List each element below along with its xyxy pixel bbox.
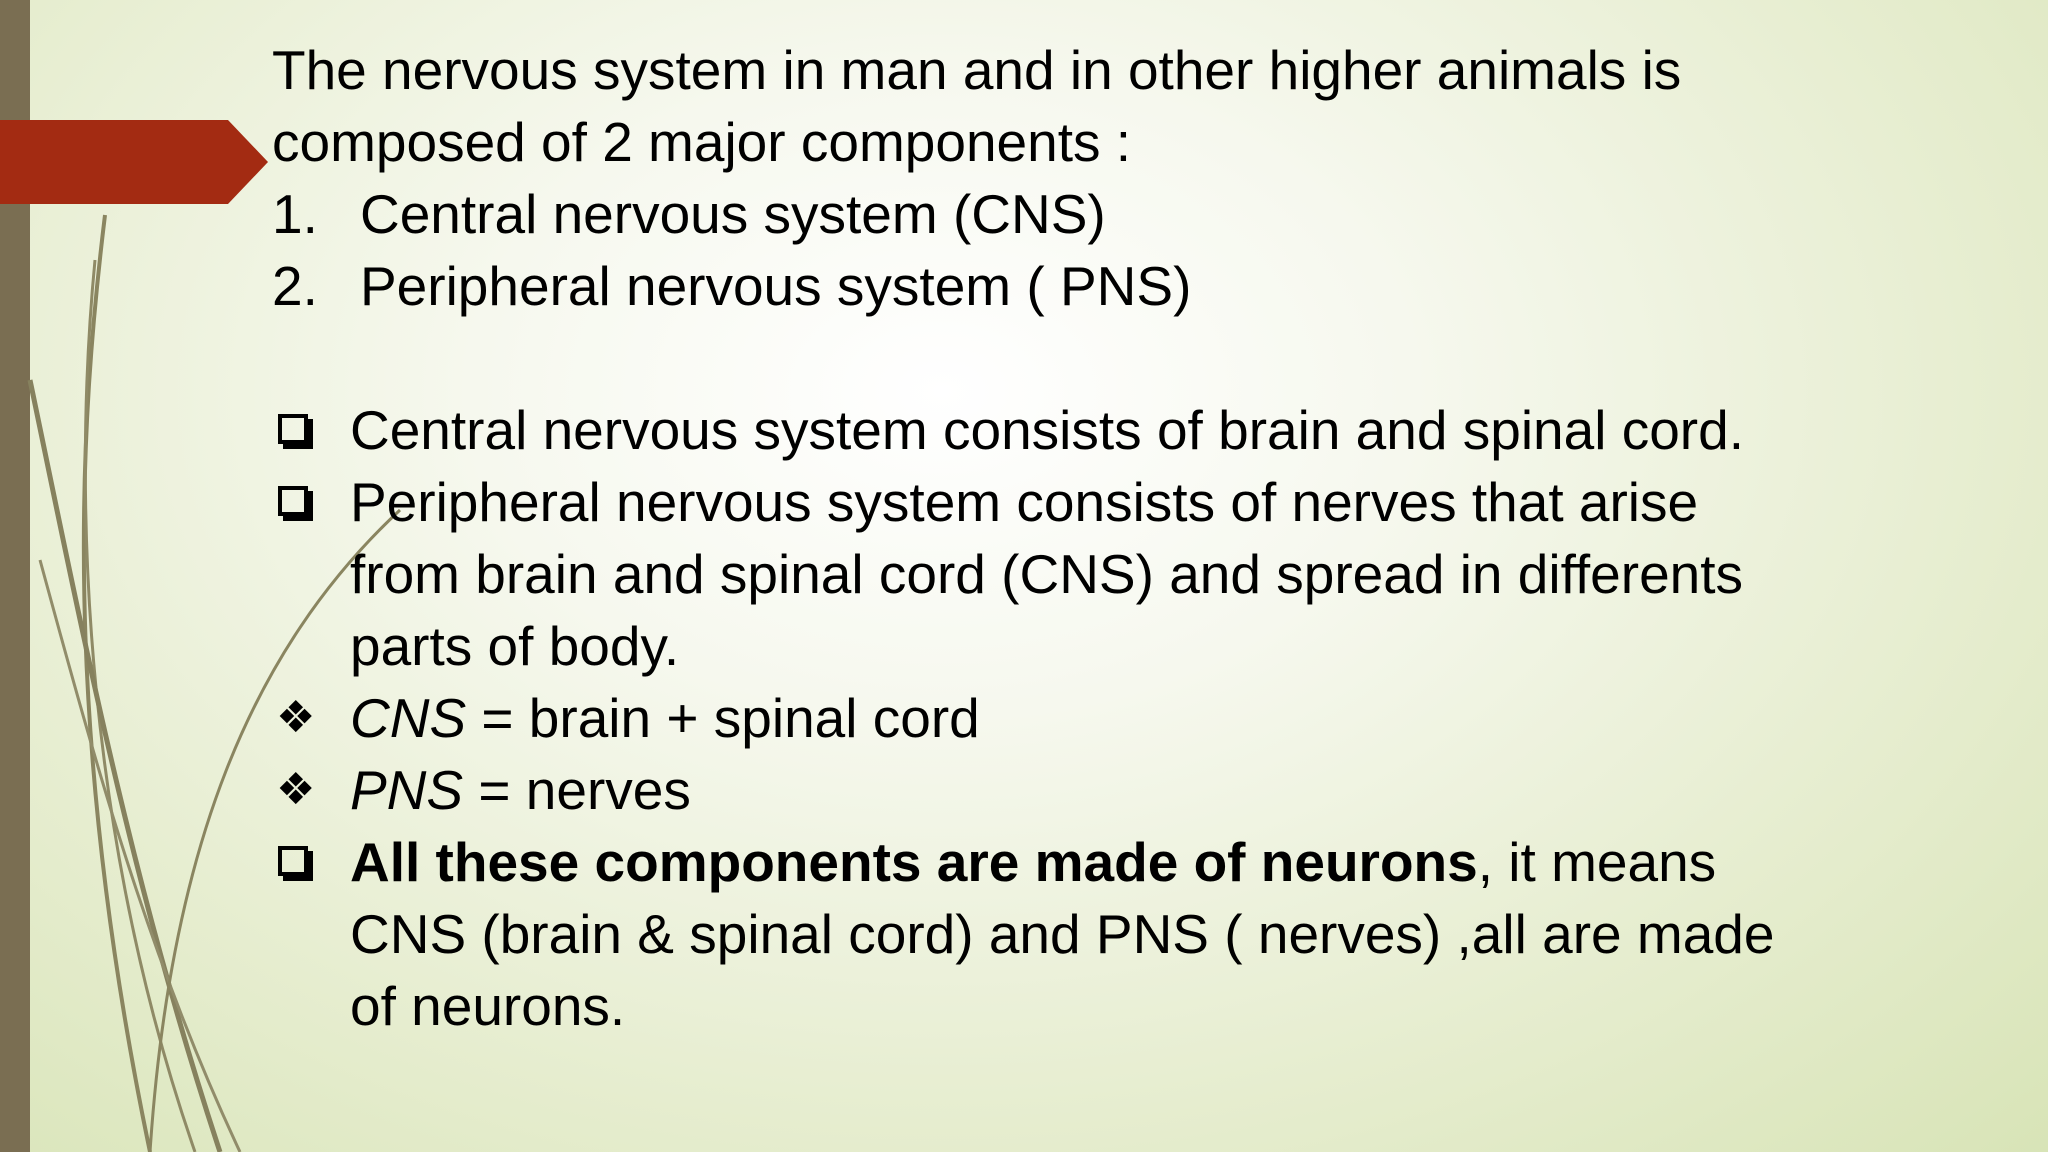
bullet-neurons: All these components are made of neurons…: [272, 826, 1992, 1042]
checkbox-square-icon: [272, 394, 350, 466]
bold-statement: All these components are made of neurons: [350, 831, 1478, 893]
component-text: Central nervous system (CNS): [360, 183, 1106, 245]
bullet-pns-consists: Peripheral nervous system consists of ne…: [272, 466, 1992, 682]
bullet-line: , it means: [1477, 831, 1717, 893]
slide-content: The nervous system in man and in other h…: [272, 34, 1992, 1042]
bullet-cns-consists: Central nervous system consists of brain…: [272, 394, 1992, 466]
intro-line-1: The nervous system in man and in other h…: [272, 39, 1682, 101]
bullet-line: parts of body.: [350, 615, 680, 677]
spacer: [272, 322, 1992, 394]
checkbox-square-icon: [272, 826, 350, 898]
definition-value: = brain + spinal cord: [466, 687, 980, 749]
bullet-line: from brain and spinal cord (CNS) and spr…: [350, 543, 1744, 605]
bullet-text: Central nervous system consists of brain…: [350, 399, 1744, 461]
definition-text: CNS = brain + spinal cord: [350, 682, 1992, 754]
term-cns: CNS: [350, 687, 467, 749]
bullet-line: CNS (brain & spinal cord) and PNS ( nerv…: [350, 903, 1775, 965]
component-item-cns: 1. Central nervous system (CNS): [272, 178, 1992, 250]
component-item-pns: 2. Peripheral nervous system ( PNS): [272, 250, 1992, 322]
arrow-pentagon-icon: [0, 120, 268, 204]
bullet-line: of neurons.: [350, 975, 626, 1037]
definition-value: = nerves: [463, 759, 691, 821]
decorative-stems: [27, 214, 402, 1152]
definition-text: PNS = nerves: [350, 754, 1992, 826]
four-diamond-icon: ❖: [276, 692, 316, 743]
bullet-pns-definition: ❖ PNS = nerves: [272, 754, 1992, 826]
bullet-text: All these components are made of neurons…: [350, 826, 1992, 1042]
four-diamond-icon: ❖: [276, 764, 316, 815]
bullet-text: Peripheral nervous system consists of ne…: [350, 466, 1992, 682]
bullet-line: Peripheral nervous system consists of ne…: [350, 471, 1699, 533]
checkbox-square-icon: [272, 466, 350, 538]
component-text: Peripheral nervous system ( PNS): [360, 255, 1192, 317]
bullet-cns-definition: ❖ CNS = brain + spinal cord: [272, 682, 1992, 754]
term-pns: PNS: [350, 759, 464, 821]
intro-text: The nervous system in man and in other h…: [272, 34, 1992, 178]
intro-line-2: composed of 2 major components :: [272, 111, 1132, 173]
list-number: 2.: [272, 255, 318, 317]
list-number: 1.: [272, 183, 318, 245]
